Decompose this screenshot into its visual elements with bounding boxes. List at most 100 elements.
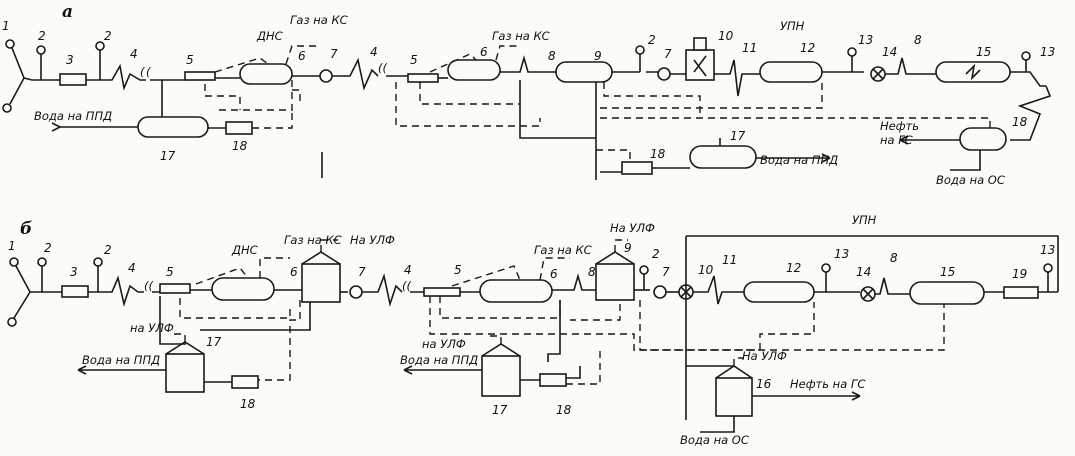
num-label: 9	[594, 49, 602, 63]
label-upn: УПН	[852, 213, 877, 227]
num-label: 5	[186, 53, 194, 67]
flow-meter-icon	[59, 73, 87, 86]
num-label: 14	[856, 265, 871, 279]
water-treatment-icon	[621, 161, 653, 175]
num-label: 2	[104, 29, 112, 43]
num-label: 2	[652, 247, 660, 261]
well-icon	[2, 39, 33, 113]
panel-a-letter: а	[62, 2, 73, 22]
water-treatment-icon	[539, 373, 567, 387]
num-label: 4	[370, 45, 378, 59]
num-label: 7	[664, 47, 672, 61]
dosing-unit-icon	[423, 287, 461, 297]
panel-b: б (( ((	[7, 213, 1059, 447]
num-label: 15	[976, 45, 991, 59]
num-label: 16	[756, 377, 772, 391]
svg-text:(: (	[146, 65, 151, 79]
separator-icon	[555, 61, 613, 83]
pressure-gauge-icon	[635, 45, 645, 55]
chimney-icon	[693, 37, 707, 51]
num-label: 3	[66, 53, 74, 67]
num-label: 8	[914, 33, 922, 47]
pressure-gauge-icon	[95, 41, 105, 80]
label-water-os: Вода на ОС	[936, 173, 1005, 187]
num-label: 1	[2, 19, 10, 33]
water-tank-icon	[165, 353, 205, 393]
label-oil-line1: Нефть	[880, 119, 919, 133]
label-ulf-4: на УЛФ	[422, 337, 466, 351]
separator-icon	[479, 279, 553, 303]
pressure-gauge-icon	[821, 263, 831, 273]
num-label: 7	[358, 265, 366, 279]
num-label: 8	[548, 49, 556, 63]
num-label: 6	[550, 267, 558, 281]
oil-tank-icon	[959, 127, 1007, 151]
num-label: 17	[730, 129, 746, 143]
flow-meter-icon	[61, 285, 89, 298]
num-label: 1	[8, 239, 16, 253]
num-label: 4	[130, 47, 138, 61]
pressure-gauge-icon	[93, 257, 103, 292]
num-label: 8	[588, 265, 596, 279]
well-icon	[7, 257, 38, 327]
num-label: 13	[834, 247, 849, 261]
pressure-gauge-icon	[1021, 51, 1031, 61]
pressure-gauge-icon	[37, 257, 47, 292]
desalter-icon	[909, 281, 985, 305]
label-water-ppd-2: Вода на ППД	[400, 353, 478, 367]
num-label: 18	[650, 147, 666, 161]
panel-b-letter: б	[20, 219, 32, 239]
pressure-gauge-icon	[847, 47, 857, 57]
num-label: 5	[166, 265, 174, 279]
num-label: 3	[70, 265, 78, 279]
separator-icon	[447, 59, 501, 81]
dehydrator-icon	[759, 61, 823, 83]
num-label: 10	[718, 29, 734, 43]
oil-storage-tank-icon	[715, 377, 753, 417]
label-ulf-2: На УЛФ	[610, 221, 655, 235]
label-upn: УПН	[780, 19, 805, 33]
num-label: 6	[290, 265, 298, 279]
water-tank-icon	[481, 355, 521, 397]
num-label: 13	[1040, 45, 1055, 59]
num-label: 10	[698, 263, 714, 277]
label-gas-2: Газ на КС	[534, 243, 592, 257]
num-label: 8	[890, 251, 898, 265]
water-separator-icon	[137, 116, 209, 138]
pump-icon	[653, 285, 667, 299]
water-treatment-icon	[231, 375, 259, 389]
label-ulf-1: На УЛФ	[350, 233, 395, 247]
num-label: 13	[1040, 243, 1055, 257]
num-label: 11	[722, 253, 737, 267]
pump-icon	[319, 69, 333, 83]
pressure-gauge-icon	[639, 265, 649, 275]
separator-icon	[211, 277, 275, 301]
main-pipeline	[38, 275, 160, 307]
dosing-unit-icon	[184, 71, 216, 81]
pressure-gauge-icon	[1043, 263, 1053, 273]
pump-icon	[657, 67, 671, 81]
label-water-ppd-1: Вода на ППД	[82, 353, 160, 367]
pressure-gauge-icon	[36, 45, 46, 80]
pump-icon	[349, 285, 363, 299]
num-label: 4	[404, 263, 412, 277]
num-label: 17	[160, 149, 176, 163]
num-label: 12	[800, 41, 815, 55]
separator-icon	[239, 63, 293, 85]
num-label: 17	[492, 403, 508, 417]
water-separator-icon	[689, 145, 757, 169]
svg-text:((: ((	[144, 279, 153, 293]
num-label: 2	[104, 243, 112, 257]
num-label: 14	[882, 45, 897, 59]
dehydrator-icon	[743, 281, 815, 303]
num-label: 9	[624, 241, 632, 255]
num-label: 12	[786, 261, 801, 275]
label-water-ppd-2: Вода на ППД	[760, 153, 838, 167]
num-label: 6	[480, 45, 488, 59]
label-dns: ДНС	[256, 29, 283, 43]
num-label: 18	[240, 397, 256, 411]
num-label: 18	[1012, 115, 1028, 129]
label-dns: ДНС	[231, 243, 258, 257]
num-label: 17	[206, 335, 222, 349]
